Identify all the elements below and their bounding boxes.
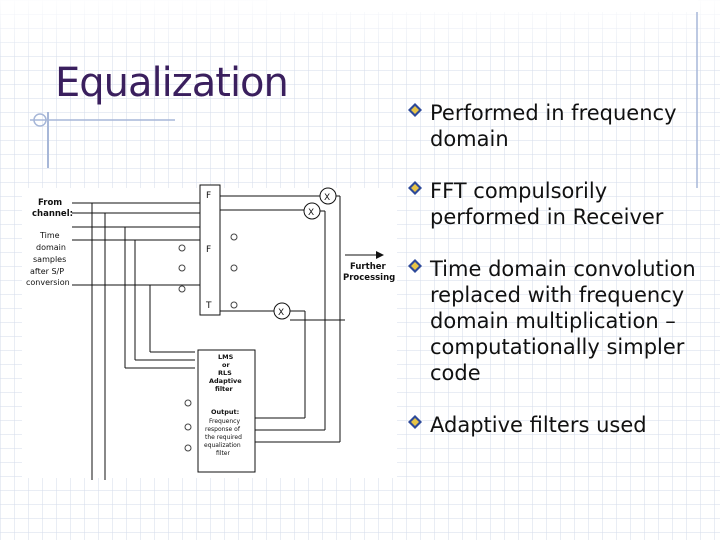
svg-text:Frequency: Frequency	[209, 418, 240, 425]
fft-label: F	[206, 245, 211, 255]
svg-text:the required: the required	[205, 434, 242, 441]
output-label-line: Processing	[343, 273, 395, 283]
fft-label: T	[205, 301, 212, 311]
bullet-text: Adaptive filters used	[430, 413, 647, 437]
fft-output-lines	[220, 195, 320, 312]
svg-text:RLS: RLS	[218, 369, 232, 377]
svg-text:X: X	[324, 193, 330, 203]
filter-feed-lines	[91, 203, 340, 480]
input-lines	[72, 202, 200, 286]
svg-text:X: X	[308, 208, 314, 218]
input-heading-line: channel:	[32, 209, 73, 219]
multiplier-output-lines	[290, 195, 376, 442]
slide-title: Equalization	[55, 60, 289, 106]
input-desc-line: Time	[39, 231, 60, 240]
svg-text:Output:: Output:	[211, 408, 239, 416]
output-arrow	[376, 251, 384, 259]
bullet-item: Performed in frequency domain	[408, 100, 708, 152]
diamond-bullet-icon	[408, 103, 422, 117]
svg-text:response of: response of	[205, 426, 241, 433]
input-desc-line: after S/P	[30, 267, 64, 276]
diamond-bullet-icon	[408, 415, 422, 429]
multiplier-node: X	[319, 187, 337, 205]
bullet-list: Performed in frequency domain FFT compul…	[408, 100, 708, 464]
svg-text:X: X	[278, 308, 284, 318]
adaptive-filter-block	[197, 349, 256, 473]
diamond-bullet-icon	[408, 259, 422, 273]
input-heading-line: From	[38, 198, 62, 208]
fft-label: F	[206, 191, 211, 201]
bullet-item: FFT compulsorily performed in Receiver	[408, 178, 708, 230]
input-description: From channel: Time domain samples after …	[26, 198, 73, 287]
svg-text:LMS: LMS	[218, 353, 234, 361]
diamond-bullet-icon	[408, 181, 422, 195]
bullet-text: Time domain convolution replaced with fr…	[430, 257, 696, 385]
bullet-item: Time domain convolution replaced with fr…	[408, 256, 708, 386]
bullet-text: FFT compulsorily performed in Receiver	[430, 179, 664, 229]
output-label-line: Further	[350, 262, 387, 272]
svg-text:equalization: equalization	[204, 442, 241, 449]
ellipsis-dots	[178, 233, 238, 452]
bullet-item: Adaptive filters used	[408, 412, 708, 438]
input-desc-line: samples	[33, 255, 66, 264]
bullet-text: Performed in frequency domain	[430, 101, 677, 151]
equalizer-block-diagram: From channel: Time domain samples after …	[22, 184, 397, 480]
input-desc-line: domain	[36, 243, 66, 252]
svg-text:or: or	[222, 361, 230, 369]
multiplier-node: X	[303, 202, 321, 220]
svg-text:filter: filter	[215, 385, 234, 393]
svg-text:filter: filter	[216, 450, 230, 457]
adaptive-filter-text: LMS or RLS Adaptive filter Output: Frequ…	[204, 353, 242, 457]
input-desc-line: conversion	[26, 278, 70, 287]
fft-block	[199, 184, 221, 316]
svg-text:Adaptive: Adaptive	[209, 377, 242, 385]
multiplier-node: X	[273, 302, 291, 320]
